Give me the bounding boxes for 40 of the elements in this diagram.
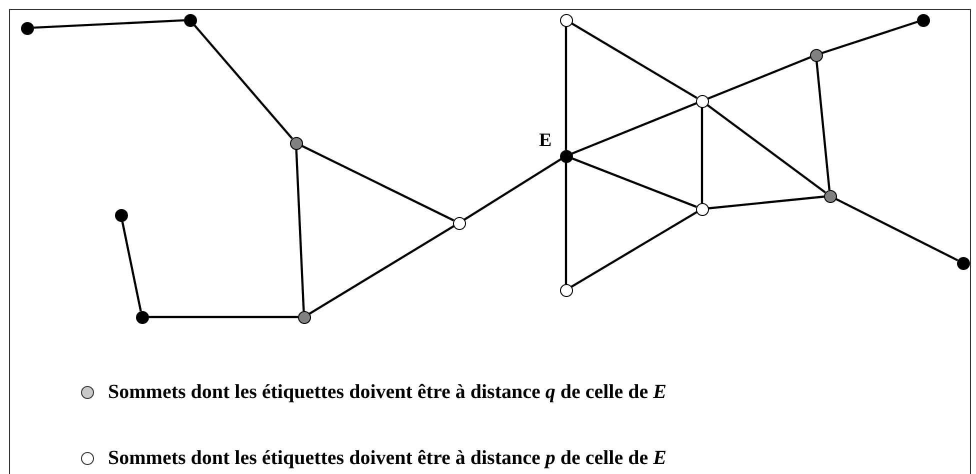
- graph-edge: [564, 162, 568, 284]
- graph-edge: [148, 316, 298, 318]
- graph-edge: [464, 158, 562, 221]
- graph-vertex: [20, 22, 34, 34]
- graph-vertex: [452, 216, 466, 230]
- graph-vertex: [560, 284, 572, 296]
- graph-vertex: [696, 202, 708, 216]
- graph-vertex: [298, 310, 310, 324]
- graph-edge: [571, 102, 697, 155]
- graph-vertex: [560, 14, 572, 26]
- graph-edge: [193, 24, 293, 140]
- graph-edge: [32, 19, 184, 29]
- graph-edge: [821, 20, 918, 54]
- graph-vertex: [824, 190, 836, 202]
- graph-edge: [816, 60, 830, 190]
- graph-edge: [570, 22, 698, 99]
- graph-edge: [834, 198, 958, 262]
- graph-vertex: [696, 94, 708, 108]
- legend-text: Sommets dont les étiquettes doivent être à distance q de celle de E: [108, 380, 666, 404]
- graph-vertex: [114, 208, 128, 222]
- graph-vertex: [184, 14, 196, 26]
- graph-edge: [708, 196, 824, 210]
- graph-edge: [564, 26, 568, 150]
- graph-vertex: [810, 48, 822, 62]
- graph-edge: [706, 104, 826, 194]
- graph-edge: [295, 148, 305, 312]
- graph-edge: [570, 211, 698, 288]
- graph-edge: [308, 225, 454, 315]
- legend-text: Sommets dont les étiquettes doivent être à distance p de celle de E: [108, 446, 666, 470]
- graph-edge: [707, 56, 811, 100]
- graph-vertex: [290, 136, 302, 150]
- graph-vertex: [560, 150, 572, 162]
- graph-edge: [300, 144, 454, 222]
- graph-vertex: [956, 256, 970, 270]
- graph-edge: [121, 220, 142, 312]
- graph-edge: [571, 157, 697, 208]
- vertex-label: E: [539, 131, 552, 150]
- graph-edge: [700, 107, 704, 203]
- graph-vertex: [916, 14, 930, 26]
- graph-vertex: [136, 310, 148, 324]
